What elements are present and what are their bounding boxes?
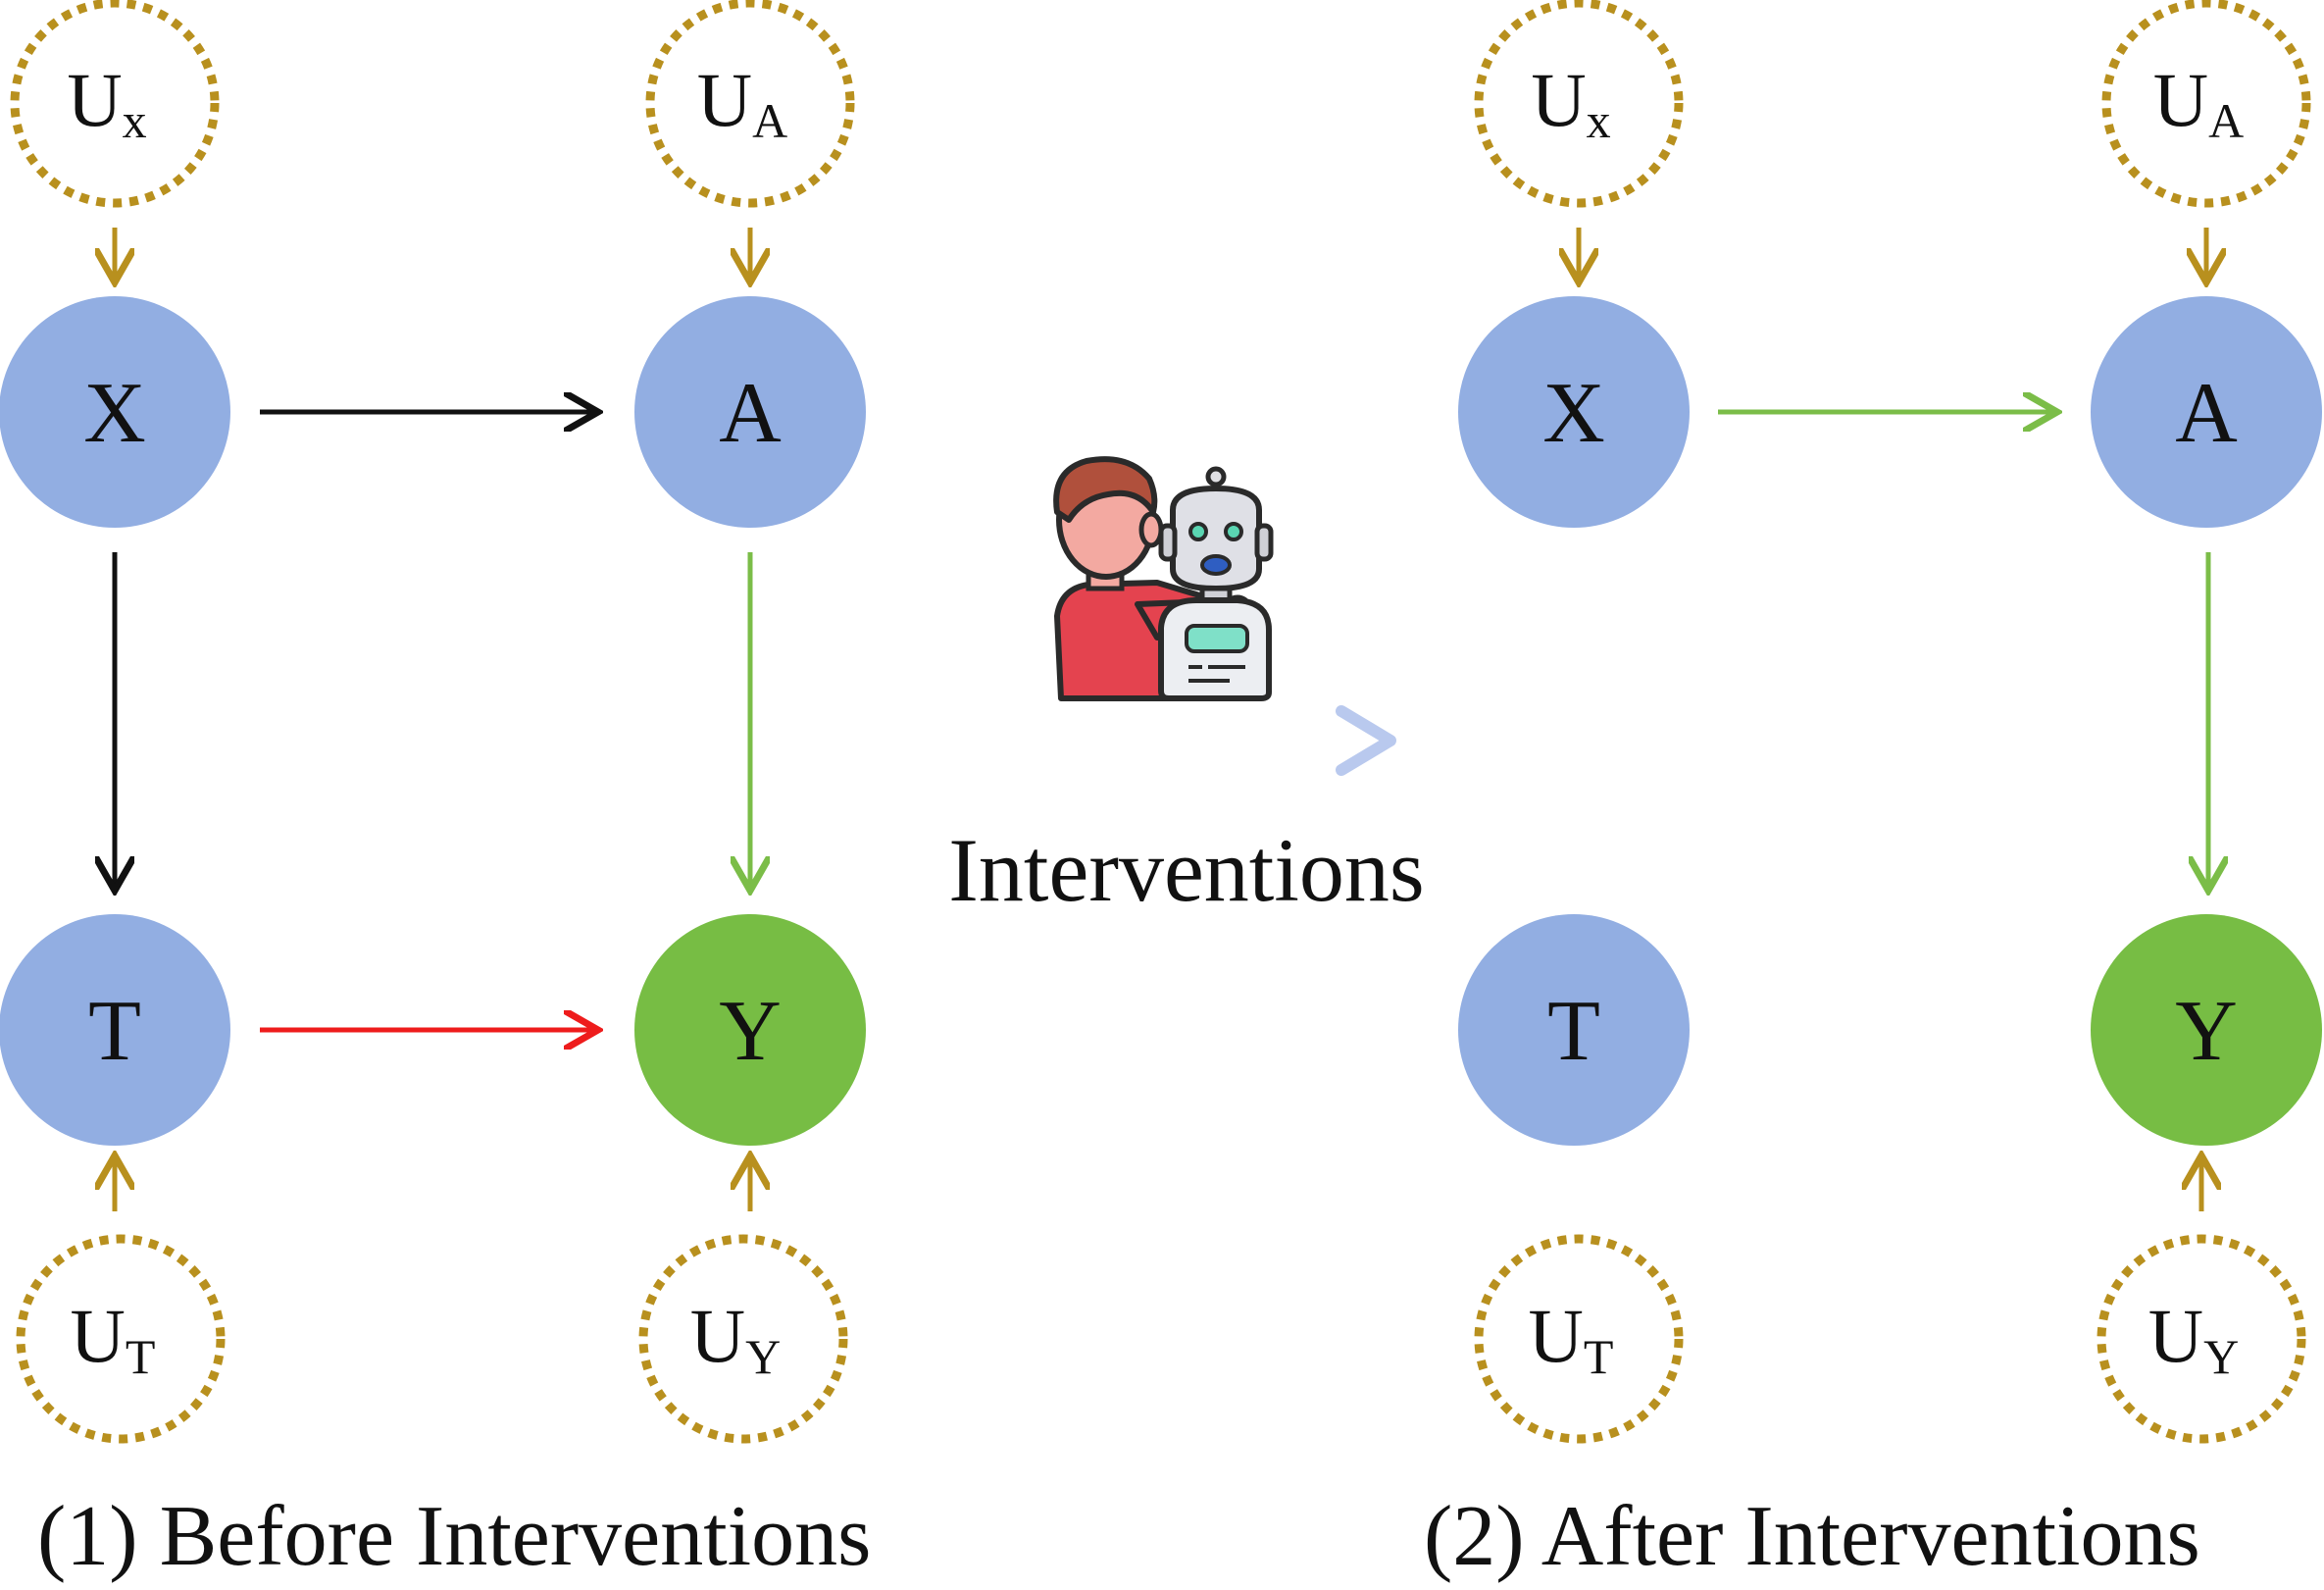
node-a-after: A	[2091, 296, 2322, 528]
svg-text:X: X	[1542, 366, 1605, 461]
svg-text:T: T	[88, 984, 141, 1079]
svg-text:UT: UT	[1529, 1293, 1614, 1384]
intervention-group: Interventions	[940, 456, 1425, 920]
node-t-before: T	[0, 914, 230, 1146]
intervention-label: Interventions	[948, 820, 1424, 920]
svg-text:Ux: Ux	[67, 57, 146, 148]
node-y-after: Y	[2091, 914, 2322, 1146]
node-t-after: T	[1458, 914, 1690, 1146]
svg-text:Y: Y	[2175, 984, 2238, 1079]
noise-node-ua-before: UA	[645, 0, 855, 208]
node-x-after: X	[1458, 296, 1690, 528]
svg-text:UY: UY	[2148, 1293, 2239, 1384]
noise-node-ux-after: Ux	[1474, 0, 1684, 208]
svg-text:UA: UA	[2153, 57, 2244, 148]
node-y-before: Y	[634, 914, 866, 1146]
noise-node-ux-before: Ux	[10, 0, 220, 208]
svg-text:UA: UA	[697, 57, 787, 148]
node-x-before: X	[0, 296, 230, 528]
noise-node-uy-before: UY	[638, 1234, 848, 1444]
noise-node-ut-after: UT	[1474, 1234, 1684, 1444]
svg-text:X: X	[83, 366, 146, 461]
human-robot-icon	[1053, 456, 1274, 701]
after-graph: Ux UA UT UY X A T	[1424, 0, 2322, 1584]
svg-text:Ux: Ux	[1531, 57, 1610, 148]
svg-text:T: T	[1547, 984, 1600, 1079]
noise-node-ut-before: UT	[16, 1234, 226, 1444]
intervention-arrow	[940, 705, 1396, 776]
noise-node-ua-after: UA	[2101, 0, 2311, 208]
noise-node-uy-after: UY	[2097, 1234, 2306, 1444]
svg-text:UT: UT	[71, 1293, 156, 1384]
svg-text:Y: Y	[719, 984, 782, 1079]
svg-text:UY: UY	[690, 1293, 781, 1384]
node-a-before: A	[634, 296, 866, 528]
caption-after: (2) After Interventions	[1424, 1489, 2200, 1584]
before-graph: Ux UA UT UY X A T	[0, 0, 871, 1584]
svg-text:A: A	[2175, 366, 2238, 461]
svg-text:A: A	[719, 366, 782, 461]
caption-before: (1) Before Interventions	[37, 1489, 871, 1584]
